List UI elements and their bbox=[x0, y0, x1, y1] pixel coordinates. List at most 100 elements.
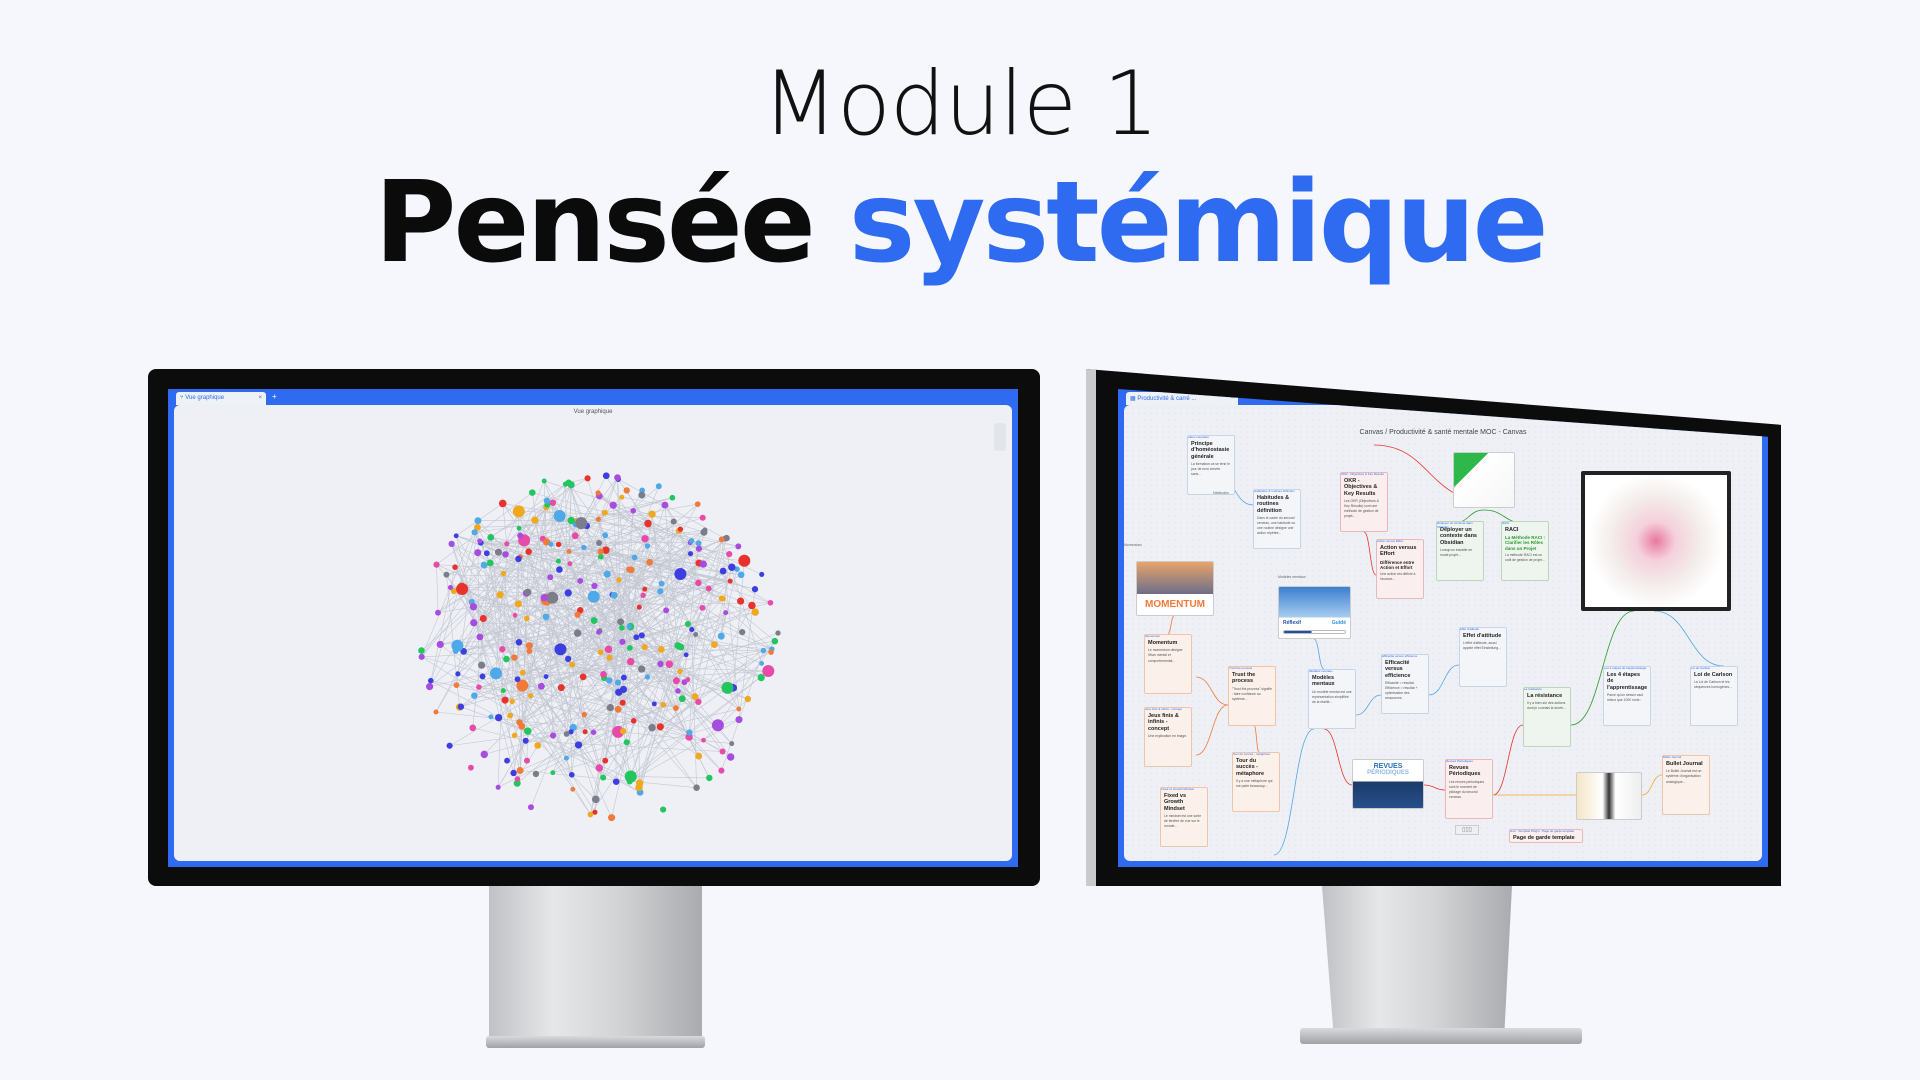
graph-node[interactable] bbox=[636, 604, 642, 610]
graph-node[interactable] bbox=[565, 479, 572, 487]
graph-node[interactable] bbox=[514, 600, 522, 608]
graph-node[interactable] bbox=[452, 564, 458, 571]
graph-node[interactable] bbox=[630, 507, 637, 514]
bullet-journal-image[interactable] bbox=[1576, 772, 1642, 820]
graph-node[interactable] bbox=[512, 612, 518, 618]
graph-node[interactable] bbox=[683, 652, 689, 658]
graph-node[interactable] bbox=[615, 688, 623, 696]
graph-node[interactable] bbox=[699, 514, 706, 521]
graph-node[interactable] bbox=[546, 591, 559, 604]
graph-node[interactable] bbox=[626, 566, 632, 573]
graph-node[interactable] bbox=[663, 607, 670, 614]
graph-node[interactable] bbox=[500, 570, 507, 577]
graph-node[interactable] bbox=[504, 541, 510, 547]
graph-node[interactable] bbox=[510, 769, 517, 777]
graph-node[interactable] bbox=[574, 741, 583, 749]
graph-node[interactable] bbox=[648, 510, 656, 518]
graph-node[interactable] bbox=[494, 713, 503, 722]
graph-node[interactable] bbox=[609, 501, 617, 509]
graph-node[interactable] bbox=[479, 673, 486, 680]
graph-node[interactable] bbox=[557, 684, 565, 692]
graph-node[interactable] bbox=[501, 696, 509, 704]
graph-node[interactable] bbox=[641, 535, 649, 543]
graph-node[interactable] bbox=[418, 647, 425, 654]
graph-node[interactable] bbox=[597, 548, 604, 555]
graph-node[interactable] bbox=[563, 731, 570, 737]
graph-node[interactable] bbox=[711, 719, 724, 732]
graph-node[interactable] bbox=[597, 553, 604, 560]
graph-node[interactable] bbox=[759, 571, 765, 577]
graph-node[interactable] bbox=[674, 642, 682, 650]
graph-node[interactable] bbox=[450, 587, 458, 595]
graph-node[interactable] bbox=[693, 784, 700, 791]
graph-node[interactable] bbox=[673, 705, 679, 711]
graph-node[interactable] bbox=[515, 555, 522, 563]
graph-node[interactable] bbox=[626, 623, 632, 629]
graph-node[interactable] bbox=[564, 589, 572, 597]
graph-node[interactable] bbox=[592, 809, 598, 815]
graph-node[interactable] bbox=[674, 567, 687, 580]
graph-node[interactable] bbox=[695, 698, 702, 705]
graph-node[interactable] bbox=[526, 648, 533, 655]
graph-node[interactable] bbox=[614, 705, 622, 713]
graph-node[interactable] bbox=[723, 610, 729, 616]
graph-node[interactable] bbox=[524, 727, 532, 735]
graph-node[interactable] bbox=[595, 764, 604, 772]
graph-node[interactable] bbox=[596, 629, 602, 635]
graph-node[interactable] bbox=[511, 732, 518, 739]
graph-node[interactable] bbox=[453, 682, 460, 689]
graph-node[interactable] bbox=[460, 648, 467, 655]
graph-node[interactable] bbox=[517, 532, 524, 539]
graph-node[interactable] bbox=[656, 723, 664, 731]
graph-node[interactable] bbox=[738, 554, 751, 567]
graph-node[interactable] bbox=[687, 551, 694, 557]
graph-node[interactable] bbox=[537, 682, 545, 690]
graph-node[interactable] bbox=[638, 665, 646, 673]
tab-vue-graphique[interactable]: ⑂ Vue graphique× bbox=[176, 392, 266, 405]
graph-node[interactable] bbox=[606, 677, 613, 684]
graph-node[interactable] bbox=[540, 594, 548, 602]
graph-node[interactable] bbox=[529, 489, 536, 496]
graph-node[interactable] bbox=[489, 667, 502, 680]
graph-node[interactable] bbox=[516, 767, 524, 774]
graph-node[interactable] bbox=[600, 774, 607, 781]
graph-node[interactable] bbox=[587, 590, 600, 603]
graph-node[interactable] bbox=[527, 804, 534, 811]
graph-node[interactable] bbox=[748, 601, 756, 610]
graph-node[interactable] bbox=[736, 706, 742, 712]
graph-node[interactable] bbox=[610, 591, 618, 599]
graph-node[interactable] bbox=[616, 577, 622, 583]
graph-node[interactable] bbox=[494, 548, 503, 556]
graph-node[interactable] bbox=[642, 586, 648, 592]
graph-node[interactable] bbox=[541, 478, 547, 484]
graph-node[interactable] bbox=[670, 518, 677, 525]
graph-node[interactable] bbox=[549, 499, 557, 506]
graph-node[interactable] bbox=[685, 733, 693, 741]
graph-node[interactable] bbox=[660, 806, 667, 813]
graph-node[interactable] bbox=[644, 543, 651, 549]
graph-node[interactable] bbox=[525, 548, 532, 555]
graph-node[interactable] bbox=[573, 629, 582, 637]
graph-node[interactable] bbox=[760, 647, 767, 654]
graph-node[interactable] bbox=[567, 561, 573, 567]
graph-node[interactable] bbox=[496, 591, 504, 599]
graph-node[interactable] bbox=[487, 533, 495, 541]
graph-node[interactable] bbox=[602, 532, 609, 539]
graph-node[interactable] bbox=[555, 558, 561, 564]
graph-node[interactable] bbox=[695, 540, 702, 547]
graph-node[interactable] bbox=[542, 613, 550, 621]
graph-node[interactable] bbox=[568, 771, 575, 778]
graph-node[interactable] bbox=[706, 774, 713, 782]
graph-node[interactable] bbox=[478, 661, 486, 669]
graph-node[interactable] bbox=[426, 683, 434, 691]
graph-node[interactable] bbox=[701, 737, 706, 743]
graph-node[interactable] bbox=[660, 701, 667, 708]
